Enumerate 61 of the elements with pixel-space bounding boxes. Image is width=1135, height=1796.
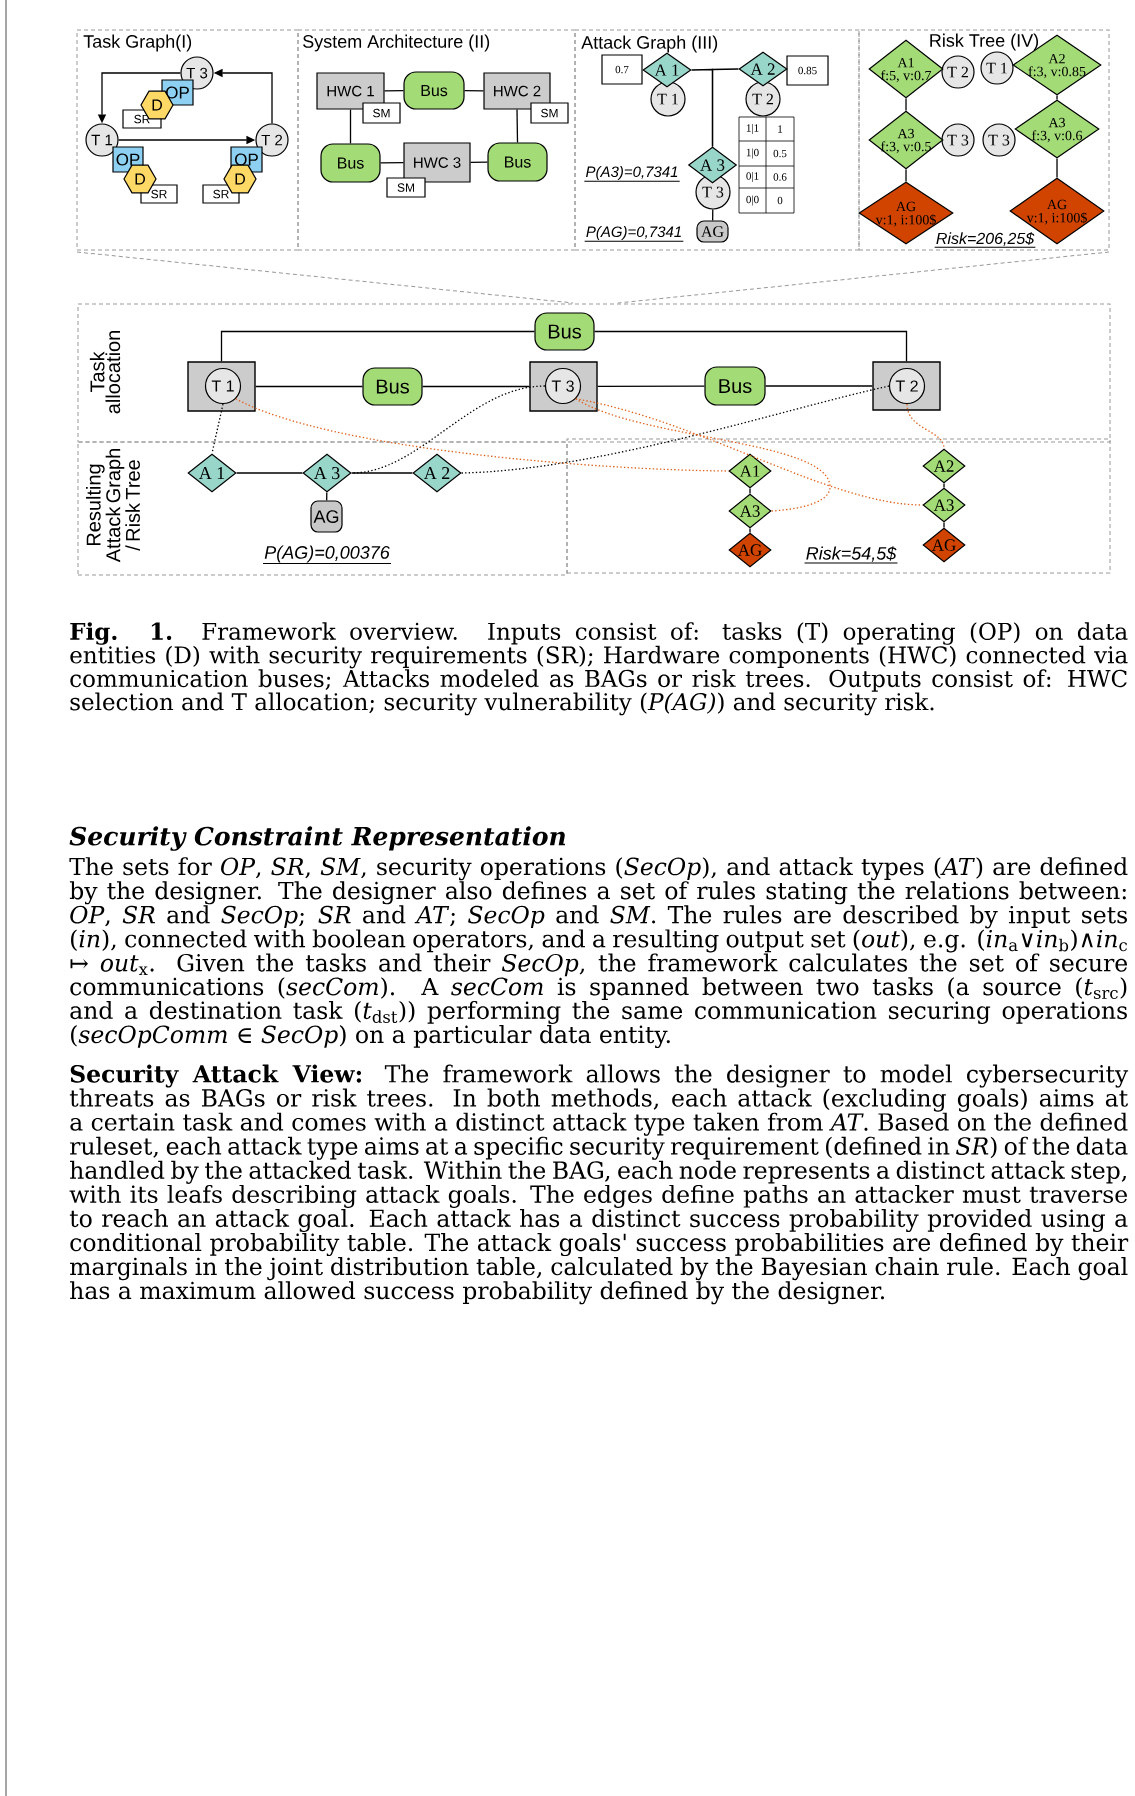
connector xyxy=(349,108,352,145)
goal-box: AG xyxy=(310,500,343,533)
paragraph: The sets for OP, SR, SM, security operations (SecOp), and attack types (AT) are defined by the designer. The designer also defines a set of rules stating the relations between: OP, SR and SecOp; SR and AT; SecOp and SM. The rules are described by input sets (in), connected with boolean operators, and a resulting output set (out), e.g. (in$_{a}$∨in$_{b}$)∧in$_{c}$ ↦ out$_{x}$. Given the tasks and their SecOp, the framework calculates the set of secure communications (secCom). A secCom is spanned between two tasks (a source (t$_{src}$) and a destination task (t$_{dst}$)) performing the same communication securing operations (secOpComm ∈ SecOp) on a particular data entity. xyxy=(69,857,1128,1049)
paragraph: Security Attack View: The framework allows the designer to model cybersecurity threats as BAGs or risk trees. In both methods, each attack (excluding goals) aims at a certain task and comes with a distinct attack type taken from AT. Based on the defined ruleset, each attack type aims at a specific security requirement (defined in SR) of the data handled by the attacked task. Within the BAG, each node represents a distinct attack step, with its leafs describing attack goals. The edges define paths an attacker must traverse to reach an attack goal. Each attack has a distinct success probability provided using a conditional probability table. The attack goals' success probabilities are defined by their marginals in the joint distribution table, calculated by the Bayesian chain rule. Each goal has a maximum allowed success probability defined by the designer. xyxy=(69,1064,1129,1305)
hardware-box: HWC 3 xyxy=(403,142,471,183)
connector xyxy=(749,527,751,534)
dashed-band xyxy=(566,438,1111,574)
connector xyxy=(764,385,873,387)
connector xyxy=(379,162,405,164)
tag-box: 0.85 xyxy=(786,55,829,86)
connector xyxy=(943,482,945,489)
probability-table: 1|1 1 1|0 0.5 0|1 0.6 0|0 0 xyxy=(738,116,795,214)
connector xyxy=(350,472,414,474)
connector xyxy=(1056,94,1058,101)
goal-box: AG xyxy=(696,220,729,243)
label: 1 xyxy=(778,125,783,133)
dotted-line xyxy=(460,385,890,474)
bus-box: Bus xyxy=(704,366,766,406)
label: 1|1 xyxy=(746,124,759,134)
connector xyxy=(255,385,364,388)
label: 0|0 xyxy=(746,195,759,206)
bus-box: Bus xyxy=(320,143,381,183)
connector xyxy=(516,108,519,144)
connector xyxy=(383,90,405,92)
connector xyxy=(943,521,945,529)
label: 0 xyxy=(777,196,783,205)
bus-box: Bus xyxy=(362,367,423,406)
label: 0.6 xyxy=(773,173,787,181)
section-heading: Security Constraint Representation xyxy=(69,826,566,851)
connector xyxy=(712,208,714,222)
connector xyxy=(326,491,328,502)
connector xyxy=(469,161,489,163)
connector xyxy=(220,330,536,362)
probability-label: P(AG)=0,7341 xyxy=(584,226,684,242)
bus-box: Bus xyxy=(534,312,595,351)
tag-box: SM xyxy=(386,177,426,198)
connector xyxy=(463,90,485,92)
dotted-line xyxy=(350,385,546,474)
connector xyxy=(597,385,706,388)
label: 0|1 xyxy=(746,172,759,182)
probability-label: P(A3)=0,7341 xyxy=(583,166,681,182)
connector xyxy=(749,487,751,495)
risk-label: Risk=54,5$ xyxy=(804,546,898,564)
connector xyxy=(905,168,907,183)
tag-box: SM xyxy=(530,102,569,124)
figure-caption: Fig. 1. Framework overview. Inputs consist of: tasks (T) operating (OP) on data entities (D) with security requirements (SR); Hardware components (HWC) connected via communication buses; Attacks modeled as BAGs or risk trees. Outputs consist of: HWC selection and T allocation; security vulnerability (P(AG)) and security risk. xyxy=(70,622,1128,716)
tag-box: SM xyxy=(362,102,401,124)
probability-label: P(AG)=0,00376 xyxy=(262,545,392,565)
connector xyxy=(711,68,740,148)
tag-box: 0.7 xyxy=(601,54,643,85)
label: 1|0 xyxy=(746,148,759,159)
connector xyxy=(1056,157,1058,179)
bus-box: Bus xyxy=(487,142,548,182)
bus-box: Bus xyxy=(403,71,465,110)
dotted-line xyxy=(906,403,945,450)
connector xyxy=(235,472,304,474)
connector xyxy=(593,330,908,362)
dotted-line xyxy=(211,403,224,455)
label: 0.5 xyxy=(773,149,787,158)
connector xyxy=(421,385,530,388)
connector xyxy=(905,97,907,112)
